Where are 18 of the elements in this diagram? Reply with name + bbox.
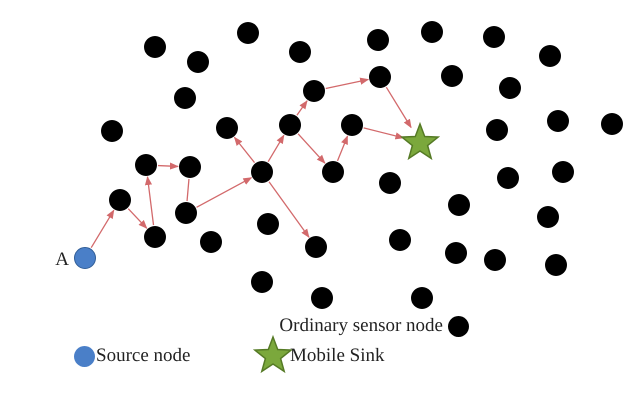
arrow	[128, 208, 148, 229]
legend-label: Ordinary sensor node	[279, 315, 443, 337]
arrow	[268, 134, 284, 162]
arrow	[363, 127, 404, 140]
arrow	[234, 136, 256, 164]
legend-label: Source node	[96, 345, 190, 367]
arrow	[144, 176, 154, 226]
node-label: A	[55, 249, 69, 271]
arrow	[296, 100, 308, 116]
arrow	[196, 177, 252, 208]
legend-label: Mobile Sink	[290, 345, 384, 367]
arrow	[326, 78, 370, 90]
arrow	[336, 135, 348, 162]
arrow	[90, 210, 114, 248]
arrow	[386, 86, 412, 128]
arrow	[268, 181, 310, 238]
arrow	[158, 162, 179, 170]
arrow	[298, 133, 326, 164]
